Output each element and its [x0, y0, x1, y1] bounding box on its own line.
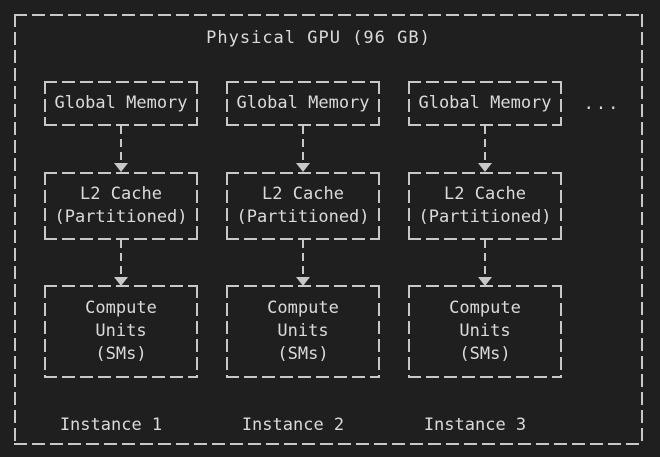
- compute-units-box-2: Compute Units (SMs): [226, 285, 380, 378]
- arrow-down-icon: [114, 277, 128, 286]
- l2-cache-box-1: L2 Cache (Partitioned): [44, 172, 198, 240]
- instance-2-label: Instance 2: [241, 415, 345, 435]
- connector-global-to-l2-2: [296, 126, 310, 172]
- instance-3-label: Instance 3: [423, 415, 527, 435]
- arrow-line: [120, 240, 122, 277]
- arrow-line: [302, 240, 304, 277]
- arrow-line: [484, 126, 486, 163]
- arrow-line: [302, 126, 304, 163]
- connector-l2-to-compute-2: [296, 240, 310, 286]
- physical-gpu-title: Physical GPU (96 GB): [206, 28, 431, 48]
- arrow-line: [484, 240, 486, 277]
- compute-units-box-1: Compute Units (SMs): [44, 285, 198, 378]
- global-memory-box-1: Global Memory: [44, 81, 198, 126]
- more-instances-ellipsis: ...: [583, 93, 621, 114]
- l2-cache-box-2: L2 Cache (Partitioned): [226, 172, 380, 240]
- instance-1-label: Instance 1: [59, 415, 163, 435]
- compute-units-box-3: Compute Units (SMs): [408, 285, 562, 378]
- connector-global-to-l2-3: [478, 126, 492, 172]
- arrow-line: [120, 126, 122, 163]
- global-memory-box-3: Global Memory: [408, 81, 562, 126]
- arrow-down-icon: [478, 277, 492, 286]
- connector-l2-to-compute-3: [478, 240, 492, 286]
- arrow-down-icon: [296, 163, 310, 172]
- connector-l2-to-compute-1: [114, 240, 128, 286]
- connector-global-to-l2-1: [114, 126, 128, 172]
- global-memory-box-2: Global Memory: [226, 81, 380, 126]
- l2-cache-box-3: L2 Cache (Partitioned): [408, 172, 562, 240]
- arrow-down-icon: [114, 163, 128, 172]
- arrow-down-icon: [296, 277, 310, 286]
- arrow-down-icon: [478, 163, 492, 172]
